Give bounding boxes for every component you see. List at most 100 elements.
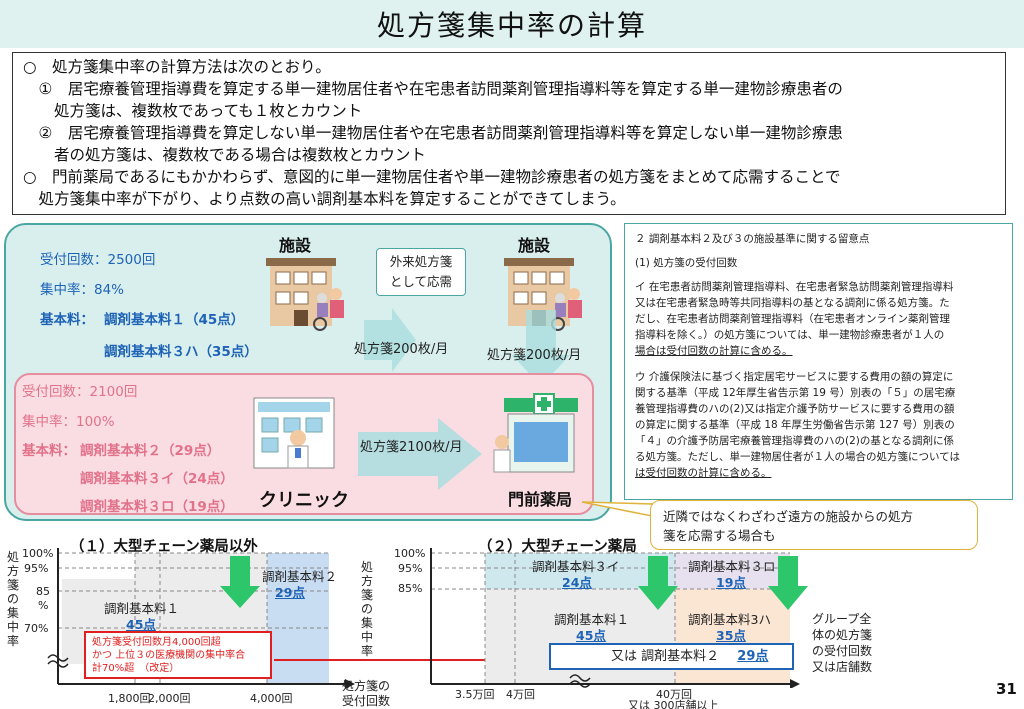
chart-right-3ro-area xyxy=(675,553,790,589)
chart-left-xlabel-line2: 受付回数 xyxy=(342,694,391,708)
note-line: 養管理指導費のハの(2)又は指定介護予防サービスに要する費用の額 xyxy=(635,403,955,415)
note-line: 又は在宅患者緊急時等共同指導料の基となる調剤に係る処方箋。た xyxy=(635,297,950,309)
chart-left-base2-name: 調剤基本料２ xyxy=(262,569,338,584)
chart-left-xtick: 1,800回 xyxy=(108,692,151,705)
chart-left-revision-note: 処方箋受付回数月4,000回超 かつ 上位３の医療機関の集中率合 計70%超 （… xyxy=(84,631,272,679)
outpatient-callout: 外来処方箋 として応需 xyxy=(376,248,466,296)
note-line: は受付回数の計算に含める。 xyxy=(635,467,772,479)
chart-left-base2-pts: 29点 xyxy=(275,585,305,600)
chart-right-3ro-pts: 19点 xyxy=(716,575,746,590)
chart-left-base1-name: 調剤基本料１ xyxy=(104,601,180,616)
revision-note-line3: 計70%超 （改定） xyxy=(92,663,180,674)
note-line: 指導料を除く。）の処方箋については、単一建物診療患者が１人の xyxy=(635,329,945,341)
chart-right-3ro-name: 調剤基本料３ロ xyxy=(688,559,776,574)
note-line: ２ 調剤基本料２及び３の施設基準に関する留意点 xyxy=(635,233,870,245)
chart-right-base1-pts: 45点 xyxy=(576,628,606,643)
facility-label-left: 施設 xyxy=(279,236,312,255)
intro-line: ① 居宅療養管理指導費を算定する単一建物居住者や在宅患者訪問薬剤管理指導料等を算… xyxy=(23,80,843,98)
facility-building-left xyxy=(266,258,344,331)
group-label-line: の受付回数 xyxy=(812,644,873,658)
note-line: る処方箋。ただし、単一建物居住者が１人の場合の処方箋については xyxy=(635,451,960,463)
intro-line: 処方箋集中率が下がり、より点数の高い調剤基本料を算定することができてしまう。 xyxy=(23,190,626,208)
chart-right-ylabel: 処方箋の集中率 xyxy=(360,560,373,658)
outpatient-callout-line1: 外来処方箋 xyxy=(389,254,453,269)
lower-count: 受付回数：2100回 xyxy=(22,384,138,400)
flow-arrow-clinic xyxy=(358,418,482,490)
upper-base1: 調剤基本料１（45点） xyxy=(104,312,245,328)
chart-right-3i-area xyxy=(485,553,675,589)
chart-left-xlabel-line1: 処方箋の xyxy=(342,679,391,693)
chart-right-base1-name: 調剤基本料１ xyxy=(554,612,630,627)
group-label-line: グループ全 xyxy=(812,612,872,626)
page-title: 処方箋集中率の計算 xyxy=(376,9,647,42)
note-line: の算定に関する基準（平成 18 年厚生労働省告示第 127 号）別表の xyxy=(635,419,955,431)
chart-left-ytick: 70% xyxy=(24,622,49,635)
lower-base-prefix: 基本料： xyxy=(22,443,76,459)
chart-left-down-arrow xyxy=(220,556,260,608)
chart-right-xtick: 40万回 xyxy=(656,688,692,701)
base2-box-pts: 29点 xyxy=(737,649,769,664)
intro-line: 者の処方箋は、複数枚である場合は複数枚とカウント xyxy=(23,146,426,164)
flow-arrows-upper xyxy=(364,308,570,386)
page-number: 31 xyxy=(996,680,1017,698)
chart-left-xtick: 2,000回 xyxy=(148,692,191,705)
chart-right-xsub: 又は 300店舗以上 xyxy=(628,699,719,709)
chart-right-down-arrow-1 xyxy=(638,556,678,610)
chart-right-xtick: 4万回 xyxy=(506,688,535,701)
upper-base2: 調剤基本料３ハ（35点） xyxy=(104,344,258,360)
clinic-building xyxy=(253,397,335,469)
note-line: ウ 介護保険法に基づく指定居宅サービスに要する費用の額の算定に xyxy=(635,371,954,383)
title-band xyxy=(0,0,1024,48)
flow-left-label: 処方箋200枚/月 xyxy=(354,342,449,357)
lower-rate: 集中率：100% xyxy=(22,414,115,430)
chart-right-3ha-pts: 35点 xyxy=(716,628,746,643)
lower-base3: 調剤基本料３ロ（19点） xyxy=(80,499,234,515)
chart-right-3ha-name: 調剤基本料3ハ xyxy=(688,612,771,627)
chart-left-base1-pts: 45点 xyxy=(126,617,156,632)
note-line: 場合は受付回数の計算に含める。 xyxy=(635,345,793,357)
chart-right-3i-name: 調剤基本料３イ xyxy=(532,559,620,574)
group-label-line: 体の処方箋 xyxy=(812,628,873,642)
note-line: (1) 処方箋の受付回数 xyxy=(635,257,738,269)
chart-right-3i-pts: 24点 xyxy=(562,575,592,590)
lower-base2: 調剤基本料３イ（24点） xyxy=(80,471,234,487)
intro-line: ○ 処方箋集中率の計算方法は次のとおり。 xyxy=(23,58,331,76)
flow-clinic-label: 処方箋2100枚/月 xyxy=(360,440,463,455)
chart-left-ytick: % xyxy=(38,599,49,612)
chart-left-ytick: 95% xyxy=(24,562,49,575)
chart-left-ytick: 100% xyxy=(22,547,54,560)
note-line: 「４」の介護予防居宅療養管理指導費のハの(2)の基となる調剤に係 xyxy=(635,435,955,447)
chart-left-base2-low-area xyxy=(267,623,329,683)
intro-line: 処方箋は、複数枚であっても１枚とカウント xyxy=(23,102,363,120)
note-line: イ 在宅患者訪問薬剤管理指導料、在宅患者緊急訪問薬剤管理指導料 xyxy=(635,281,954,293)
base2-box-label: 又は 調剤基本料２ xyxy=(611,649,720,664)
upper-rate: 集中率：84% xyxy=(40,282,125,298)
pharmacy-label: 門前薬局 xyxy=(508,490,573,509)
far-facility-callout: 近隣ではなくわざわざ遠方の施設からの処方 箋を応需する場合も xyxy=(650,500,978,550)
intro-box: ○ 処方箋集中率の計算方法は次のとおり。 ① 居宅療養管理指導費を算定する単一建… xyxy=(12,52,1006,215)
far-callout-line1: 近隣ではなくわざわざ遠方の施設からの処方 xyxy=(663,509,914,524)
notes-panel: ２ 調剤基本料２及び３の施設基準に関する留意点 (1) 処方箋の受付回数 イ 在… xyxy=(624,223,1013,500)
lower-base1: 調剤基本料２（29点） xyxy=(80,443,221,459)
chart-left-xtick: 4,000回 xyxy=(250,692,293,705)
facility-label-right: 施設 xyxy=(518,236,551,255)
chart-left-base2-area xyxy=(267,553,329,623)
far-callout-pointer xyxy=(581,501,653,517)
flow-right-label: 処方箋200枚/月 xyxy=(487,348,582,363)
chart-right-title: （２）大型チェーン薬局 xyxy=(478,539,637,555)
intro-line: ② 居宅療養管理指導費を算定しない単一建物居住者や在宅患者訪問薬剤管理指導料等を… xyxy=(23,124,843,142)
chart-left-ytick: 85 xyxy=(36,585,50,598)
upper-base-prefix: 基本料： xyxy=(40,312,94,328)
chart-left-title: （１）大型チェーン薬局以外 xyxy=(70,539,258,555)
group-label-line: 又は店舗数 xyxy=(812,660,873,674)
chart-right-ytick: 95% xyxy=(398,562,423,575)
note-line: 関する基準（平成 12年厚生省告示第 19 号）別表の「５」の居宅療 xyxy=(635,387,956,399)
revision-note-line2: かつ 上位３の医療機関の集中率合 xyxy=(92,650,246,661)
chart-right-base2-box: 又は 調剤基本料２ 29点 xyxy=(549,643,794,670)
intro-line: ○ 門前薬局であるにもかかわらず、意図的に単一建物居住者や単一建物診療患者の処方… xyxy=(23,168,841,186)
chart-right-down-arrow-2 xyxy=(768,556,808,610)
chart-right-ytick: 100% xyxy=(394,547,426,560)
clinic-label: クリニック xyxy=(259,490,349,511)
far-callout-line2: 箋を応需する場合も xyxy=(663,528,776,543)
upper-count: 受付回数：2500回 xyxy=(40,252,156,268)
